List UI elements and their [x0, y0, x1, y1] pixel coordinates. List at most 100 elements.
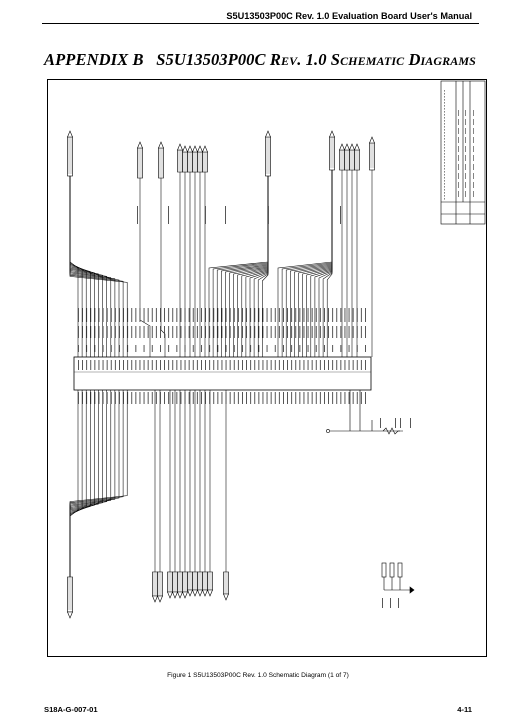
- pin-label: [233, 360, 235, 370]
- pin-label: [131, 308, 133, 322]
- pin-label: [365, 360, 366, 370]
- pin-label: [98, 308, 100, 322]
- pin-label: [127, 392, 129, 404]
- pin-label: [303, 326, 305, 338]
- wire: [69, 390, 83, 577]
- pin-label: [205, 206, 206, 224]
- pin-label: [160, 308, 161, 322]
- pin-label: [209, 326, 211, 338]
- bus-connector: [157, 571, 163, 603]
- pin-label: [137, 206, 138, 224]
- pin-label: [127, 326, 129, 338]
- pin-label: [348, 360, 350, 370]
- pin-label: [90, 360, 92, 370]
- pin-label: [332, 392, 334, 404]
- pin-label: [217, 360, 219, 370]
- pin-label: [250, 308, 252, 322]
- pin-label: [217, 326, 219, 338]
- pin-label: [160, 326, 161, 338]
- pin-label: [233, 326, 235, 338]
- pin-label: [356, 345, 358, 352]
- pin-label: [123, 392, 124, 404]
- pin-label: [395, 418, 396, 428]
- pin-label: [147, 392, 149, 404]
- bus-connector: [192, 571, 198, 597]
- bus-connector: [137, 141, 143, 179]
- pin-label: [217, 308, 219, 322]
- pin-label: [352, 308, 354, 322]
- wire: [69, 390, 79, 577]
- pin-label: [283, 326, 284, 338]
- pin-label: [278, 392, 280, 404]
- page-number: 4-11: [457, 705, 472, 714]
- pin-label: [151, 360, 153, 370]
- pin-label: [278, 308, 280, 322]
- pin-label: [155, 308, 157, 322]
- pin-label: [291, 392, 293, 404]
- pin-label: [344, 392, 346, 404]
- pin-label: [176, 308, 178, 322]
- pin-label: [258, 326, 260, 338]
- schematic-frame: [47, 79, 487, 657]
- pin-label: [106, 392, 108, 404]
- wire: [69, 176, 91, 357]
- pin-label: [229, 360, 231, 370]
- pin-label: [102, 360, 104, 370]
- pin-label: [352, 326, 354, 338]
- pin-label: [110, 326, 112, 338]
- pin-label: [274, 326, 276, 338]
- pin-label: [110, 392, 112, 404]
- pin-label: [82, 326, 83, 338]
- pin-label: [348, 392, 350, 404]
- pin-label: [192, 345, 194, 352]
- pin-label: [90, 326, 92, 338]
- appendix-label: APPENDIX B: [44, 50, 144, 69]
- pin-label: [127, 360, 129, 370]
- pin-label: [164, 308, 165, 322]
- pin-label: [192, 326, 194, 338]
- pin-label: [94, 360, 96, 370]
- pin-label: [217, 392, 219, 404]
- pin-label: [307, 392, 309, 404]
- pin-label: [299, 360, 301, 370]
- pin-label: [278, 360, 280, 370]
- pin-label: [213, 326, 215, 338]
- pin-label: [139, 308, 141, 322]
- pin-label: [155, 360, 157, 370]
- pin-label: [242, 360, 243, 370]
- pin-label: [299, 326, 301, 338]
- pin-label: [319, 308, 321, 322]
- wire: [326, 170, 333, 357]
- pin-label: [184, 360, 186, 370]
- header-rule: [42, 23, 479, 24]
- bus-connector: [67, 576, 73, 619]
- pin-label: [332, 345, 334, 352]
- pin-label: [176, 345, 178, 352]
- pin-label: [340, 308, 342, 322]
- pin-label: [287, 326, 288, 338]
- pin-label: [328, 308, 329, 322]
- pin-label: [119, 326, 120, 338]
- wire: [262, 176, 269, 357]
- pin-label: [283, 360, 284, 370]
- pin-label: [196, 308, 198, 322]
- pin-label: [143, 392, 145, 404]
- wire: [69, 390, 107, 577]
- pin-label: [168, 206, 169, 224]
- pin-label: [332, 326, 334, 338]
- running-header: S5U13503P00C Rev. 1.0 Evaluation Board U…: [226, 11, 472, 21]
- bus-connector: [354, 143, 360, 171]
- pin-label: [90, 392, 92, 404]
- pin-label: [86, 360, 88, 370]
- page-title: APPENDIX B S5U13503P00C REV. 1.0 SCHEMAT…: [44, 50, 476, 70]
- pin-label: [188, 392, 190, 404]
- pin-label: [291, 345, 293, 352]
- pin-label: [258, 345, 260, 352]
- pin-label: [172, 326, 174, 338]
- pin-label: [196, 326, 198, 338]
- pin-label: [184, 345, 186, 352]
- pin-label: [246, 360, 247, 370]
- pin-label: [168, 308, 170, 322]
- bus-connector: [67, 130, 73, 177]
